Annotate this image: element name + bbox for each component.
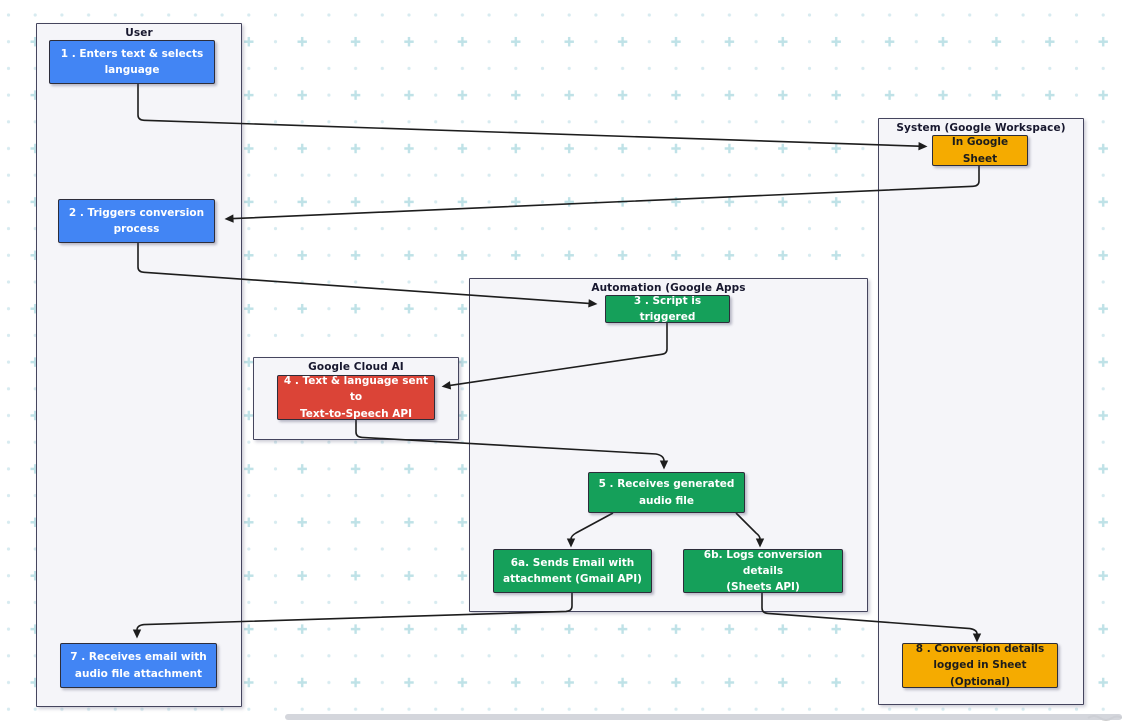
node-in-google-sheet[interactable]: In Google Sheet xyxy=(932,135,1028,166)
node-6a-sends-email[interactable]: 6a. Sends Email with attachment (Gmail A… xyxy=(493,549,652,593)
node-2-triggers-conversion[interactable]: 2 . Triggers conversion process xyxy=(58,199,215,243)
node-6b-logs-details[interactable]: 6b. Logs conversion details (Sheets API) xyxy=(683,549,843,593)
node-7-receives-email[interactable]: 7 . Receives email with audio file attac… xyxy=(60,643,217,688)
node-3-script-triggered[interactable]: 3 . Script is triggered xyxy=(605,295,730,323)
lane-system-title: System (Google Workspace) xyxy=(896,122,1066,134)
node-5-receives-audio[interactable]: 5 . Receives generated audio file xyxy=(588,472,745,513)
lane-user[interactable]: User xyxy=(36,23,242,707)
edge-sheet-to-2 xyxy=(224,166,980,223)
horizontal-scrollbar[interactable] xyxy=(285,714,1122,720)
lane-google-cloud-ai-title: Google Cloud AI xyxy=(308,361,404,373)
lane-system[interactable]: System (Google Workspace) xyxy=(878,118,1084,705)
node-8-conversion-logged[interactable]: 8 . Conversion details logged in Sheet (… xyxy=(902,643,1058,688)
edge-1-to-sheet xyxy=(137,84,928,151)
node-1-enters-text[interactable]: 1 . Enters text & selects language xyxy=(49,40,215,84)
lane-user-title: User xyxy=(125,27,153,39)
lane-automation-title: Automation (Google Apps xyxy=(591,282,746,294)
node-4-text-to-speech[interactable]: 4 . Text & language sent to Text-to-Spee… xyxy=(277,375,435,420)
